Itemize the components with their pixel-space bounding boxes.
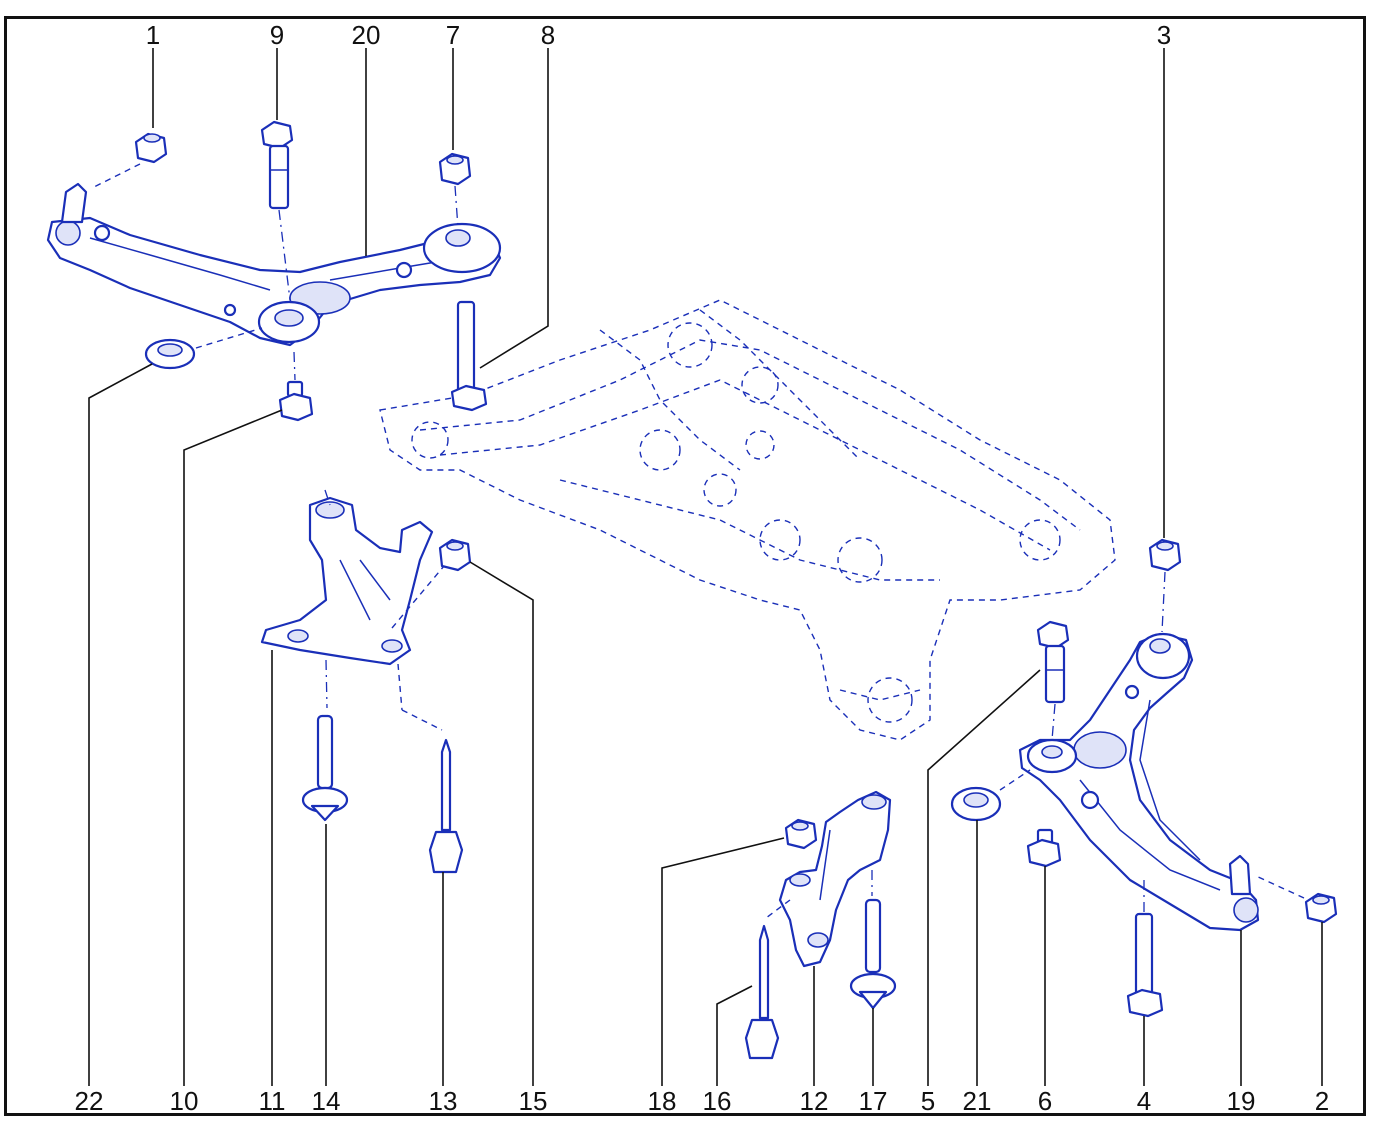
bracket-stud-13 <box>428 738 464 874</box>
callout-19: 19 <box>1227 1086 1256 1116</box>
rear-pivot-nut-3 <box>1148 538 1182 633</box>
bracket-stud-16 <box>744 924 780 1060</box>
washer-22 <box>144 327 263 370</box>
callouts-bottom: 22 10 11 14 13 15 18 16 12 17 5 21 6 4 1… <box>75 1086 1330 1116</box>
front-pivot-bolt-9 <box>260 120 294 301</box>
diagram-frame <box>4 16 1366 1116</box>
ball-joint-nut-2 <box>1255 875 1338 924</box>
leader-lines <box>88 48 1323 1086</box>
front-pivot-nut-6 <box>1026 828 1062 868</box>
right-mounting-bracket-12 <box>765 790 892 968</box>
ball-joint-nut-1 <box>91 132 168 189</box>
rear-pivot-bolt-4 <box>1126 880 1164 1018</box>
washer-21 <box>950 769 1031 822</box>
callout-8: 8 <box>541 20 555 50</box>
front-pivot-bolt-5 <box>1036 620 1070 741</box>
callout-3: 3 <box>1157 20 1171 50</box>
callout-22: 22 <box>75 1086 104 1116</box>
callout-21: 21 <box>963 1086 992 1116</box>
callout-20: 20 <box>352 20 381 50</box>
left-mounting-bracket-11 <box>260 489 445 731</box>
callout-1: 1 <box>146 20 160 50</box>
callout-2: 2 <box>1315 1086 1329 1116</box>
callouts-top: 1 9 20 7 8 3 <box>146 20 1171 50</box>
callout-18: 18 <box>648 1086 677 1116</box>
callout-17: 17 <box>859 1086 888 1116</box>
callout-7: 7 <box>446 20 460 50</box>
callout-9: 9 <box>270 20 284 50</box>
right-control-arm <box>1018 632 1260 932</box>
bracket-nut-18 <box>784 818 818 850</box>
callout-5: 5 <box>921 1086 935 1116</box>
callout-6: 6 <box>1038 1086 1052 1116</box>
rear-pivot-nut-7 <box>438 152 472 229</box>
left-control-arm <box>46 182 502 347</box>
bracket-bolt-14 <box>301 714 349 822</box>
subframe <box>379 299 1116 741</box>
callout-4: 4 <box>1137 1086 1151 1116</box>
callout-14: 14 <box>312 1086 341 1116</box>
bracket-bolt-17 <box>849 898 897 1010</box>
front-pivot-nut-10 <box>278 351 314 422</box>
bracket-nut-15 <box>438 538 472 572</box>
callout-10: 10 <box>170 1086 199 1116</box>
rear-pivot-bolt-8 <box>450 300 488 412</box>
callout-11: 11 <box>259 1086 286 1116</box>
callout-16: 16 <box>703 1086 732 1116</box>
callout-13: 13 <box>429 1086 458 1116</box>
callout-12: 12 <box>800 1086 829 1116</box>
callout-15: 15 <box>519 1086 548 1116</box>
